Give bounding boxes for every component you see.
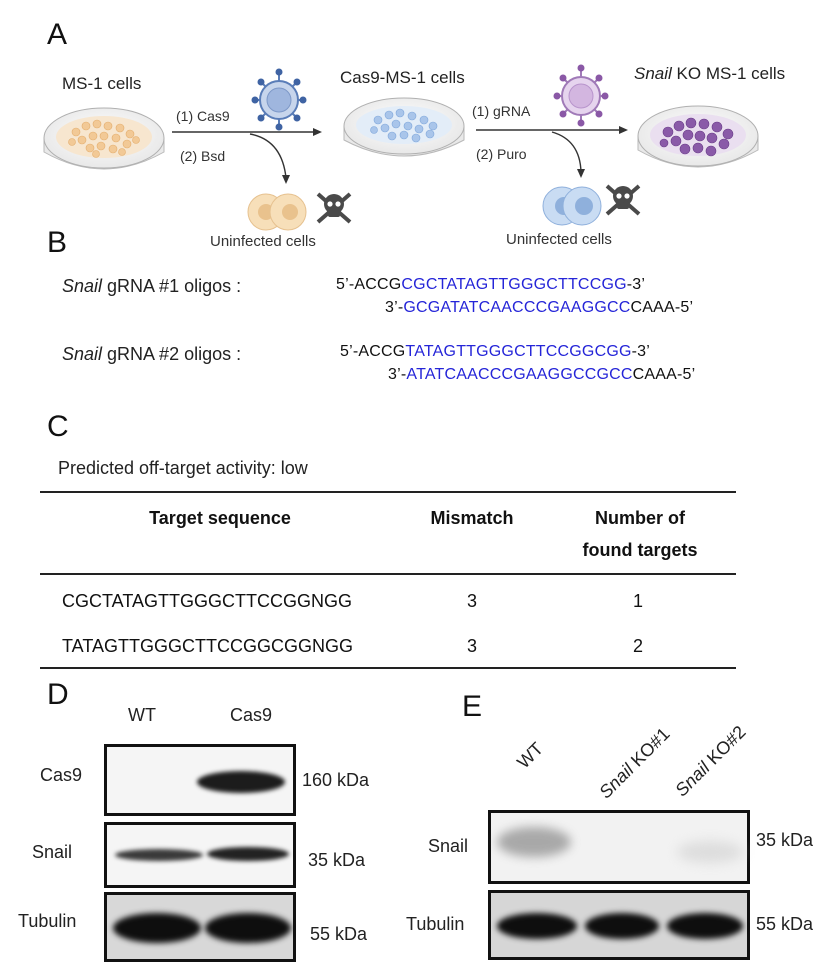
grna2-top-strand: 5’-ACCGTATAGTTGGGCTTCCGGCGG-3’ — [340, 343, 651, 360]
step-bsd-label: (2) Bsd — [180, 148, 226, 164]
lane-label-cas9: Cas9 — [230, 705, 273, 725]
skull-icon — [316, 192, 352, 224]
blot-band — [497, 827, 571, 857]
table-cell-found: 1 — [632, 591, 643, 611]
grna1-top-strand: 5’-ACCGCGCTATAGTTGGGCTTCCGG-3’ — [336, 276, 646, 293]
off-target-subtitle: Predicted off-target activity: low — [58, 458, 308, 478]
cas9-ms1-cells-label: Cas9-MS-1 cells — [340, 68, 465, 87]
header-found-targets-line1: Number of — [595, 508, 685, 528]
workflow-illustration — [43, 64, 759, 231]
table-header-rule — [40, 573, 736, 575]
header-mismatch: Mismatch — [430, 508, 514, 528]
uninfected-cells-label: Uninfected cells — [210, 233, 316, 250]
table-top-rule — [40, 491, 736, 493]
panel-letter-a: A — [47, 18, 68, 51]
blot-row-label: Tubulin — [406, 914, 465, 934]
western-blot-snail-ko — [488, 810, 750, 884]
blot-band — [113, 913, 201, 943]
petri-dish-snail-ko-icon — [637, 105, 759, 168]
kda-label: 35 kDa — [756, 830, 814, 850]
lane-label-snail-ko2: Snail KO#2 — [671, 721, 750, 801]
kda-label: 55 kDa — [756, 914, 814, 934]
grna1-bottom-strand: 3’-GCGATATCAACCCGAAGGCCCAAA-5’ — [385, 299, 694, 316]
western-blot-snail — [104, 822, 296, 888]
skull-icon — [605, 184, 641, 216]
panel-letter-d: D — [47, 678, 69, 711]
uninfected-cells-icon — [247, 193, 307, 231]
blot-row-label: Tubulin — [18, 911, 77, 931]
blot-band — [115, 849, 203, 861]
step-cas9-label: (1) Cas9 — [176, 108, 230, 124]
blot-band — [497, 913, 577, 939]
table-cell-mismatch: 3 — [466, 591, 477, 611]
blot-row-label: Cas9 — [40, 765, 83, 785]
blot-band — [205, 913, 291, 943]
step-puro-label: (2) Puro — [476, 146, 527, 162]
lentivirus-cas9-icon — [255, 72, 303, 126]
grna2-label: Snail gRNA #2 oligos : — [62, 344, 242, 364]
uninfected-cells-icon — [542, 186, 602, 226]
petri-dish-cas9-icon — [343, 97, 465, 157]
western-blot-tubulin — [104, 892, 296, 962]
kda-label: 35 kDa — [308, 850, 366, 870]
uninfected-cells-label: Uninfected cells — [506, 231, 612, 248]
western-blot-cas9 — [104, 744, 296, 816]
ms1-cells-label: MS-1 cells — [62, 74, 142, 93]
blot-band — [207, 847, 289, 861]
table-cell-sequence: CGCTATAGTTGGGCTTCCGGNGG — [62, 591, 352, 611]
lane-label-wt: WT — [513, 738, 548, 773]
snail-ko-ms1-label: Snail KO MS-1 cells — [634, 64, 786, 83]
lentivirus-grna-icon — [557, 68, 605, 122]
table-cell-found: 2 — [632, 636, 643, 656]
panel-letter-e: E — [462, 690, 483, 723]
kda-label: 55 kDa — [310, 924, 368, 944]
blot-row-label: Snail — [32, 842, 73, 862]
blot-row-label: Snail — [428, 836, 469, 856]
blot-band — [667, 913, 743, 939]
lane-label-snail-ko1: Snail KO#1 — [595, 723, 674, 803]
table-cell-mismatch: 3 — [466, 636, 477, 656]
western-blot-tubulin-ko — [488, 890, 750, 960]
table-bottom-rule — [40, 667, 736, 669]
step-grna-label: (1) gRNA — [472, 103, 531, 119]
blot-band — [197, 771, 285, 793]
panel-letter-b: B — [47, 226, 68, 259]
table-cell-sequence: TATAGTTGGGCTTCCGGCGGNGG — [62, 636, 353, 656]
blot-band — [585, 913, 659, 939]
kda-label: 160 kDa — [302, 770, 370, 790]
header-target-sequence: Target sequence — [149, 508, 291, 528]
blot-band — [677, 841, 743, 863]
grna2-bottom-strand: 3’-ATATCAACCCGAAGGCCGCCCAAA-5’ — [388, 366, 696, 383]
panel-letter-c: C — [47, 410, 69, 443]
petri-dish-wt-icon — [43, 107, 165, 170]
header-found-targets-line2: found targets — [582, 540, 698, 560]
lane-label-wt: WT — [128, 705, 156, 725]
grna1-label: Snail gRNA #1 oligos : — [62, 276, 242, 296]
